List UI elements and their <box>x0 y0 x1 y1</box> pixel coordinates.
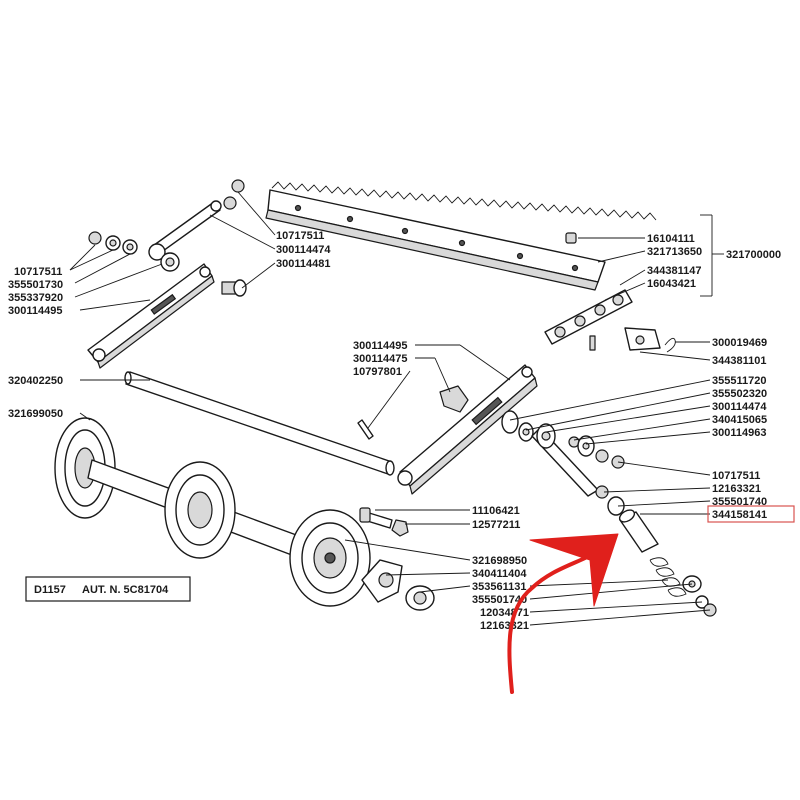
label: 340411404 <box>472 568 527 580</box>
label: 300114495 <box>353 340 407 352</box>
label: 355501730 <box>8 279 63 291</box>
label: 355502320 <box>712 388 767 400</box>
label: 300114963 <box>712 427 766 439</box>
highlight-box-344158141 <box>707 505 795 523</box>
red-arrow-icon <box>507 533 619 694</box>
labels-bolt: 11106421 12577211 <box>472 505 520 531</box>
upper-nuts[interactable] <box>160 179 245 272</box>
label: 16104111 <box>647 233 695 245</box>
labels-rack: 16104111 321713650 344381147 16043421 <box>647 233 702 290</box>
label: 300114474 <box>276 244 331 256</box>
sleeve-344158141[interactable] <box>595 485 659 553</box>
chain-links[interactable] <box>544 289 676 353</box>
left-slotted-arm[interactable] <box>87 263 215 369</box>
bolt-16104111[interactable] <box>565 232 577 244</box>
label-shaft: 320402250 <box>8 375 63 387</box>
toothed-rack[interactable] <box>265 181 657 291</box>
label: 321713650 <box>647 246 702 258</box>
label: 340415065 <box>712 414 767 426</box>
upper-link-rod[interactable] <box>148 200 222 261</box>
label: 300114495 <box>8 305 62 317</box>
labels-chain: 300019469 344381101 <box>712 337 767 367</box>
reference-box: D1157 AUT. N. 5C81704 <box>25 576 191 602</box>
right-bushing-stack[interactable] <box>501 410 625 497</box>
label: 355511720 <box>712 375 766 387</box>
spring-12034871[interactable] <box>649 557 717 617</box>
label: 344158141 <box>712 509 767 521</box>
label: 355501740 <box>712 496 767 508</box>
label: 344381147 <box>647 265 701 277</box>
labels-left: 10717511 355501730 355337920 300114495 <box>8 266 63 317</box>
label: 10797801 <box>353 366 402 378</box>
shaft-320402250[interactable] <box>124 371 395 476</box>
label: 10717511 <box>14 266 62 278</box>
label: 300114474 <box>712 401 767 413</box>
label: 12163321 <box>712 483 761 495</box>
label: 300114475 <box>353 353 407 365</box>
label: 300114481 <box>276 258 330 270</box>
labels-top-center: 10717511 300114474 300114481 <box>276 230 331 270</box>
pin-300114481[interactable] <box>221 279 247 297</box>
label: 12034871 <box>480 607 529 619</box>
clip-300114475[interactable] <box>439 385 469 413</box>
bolt-11106421[interactable] <box>359 507 409 537</box>
label: 12577211 <box>472 519 520 531</box>
labels-mid: 300114495 300114475 10797801 <box>353 340 407 378</box>
pin-10797801[interactable] <box>357 419 374 440</box>
label: 10717511 <box>276 230 324 242</box>
labels-bottom: 321698950 340411404 353561131 355501740 … <box>472 555 529 632</box>
labels-right: 355511720 355502320 300114474 340415065 … <box>712 375 767 521</box>
wheel-assembly[interactable] <box>54 417 371 607</box>
label: 353561131 <box>472 581 526 593</box>
label: 16043421 <box>647 278 696 290</box>
label-wheel-assembly: 321699050 <box>8 408 63 420</box>
label: 355337920 <box>8 292 63 304</box>
ref-code: D1157 <box>34 584 66 596</box>
label: 344381101 <box>712 355 766 367</box>
label: 10717511 <box>712 470 760 482</box>
middle-slotted-arm[interactable] <box>397 364 538 495</box>
flange-bearing[interactable] <box>361 559 435 611</box>
label: 11106421 <box>472 505 520 517</box>
leader-lines <box>69 191 724 626</box>
label: 12163321 <box>480 620 529 632</box>
label: 321698950 <box>472 555 527 567</box>
ref-text: AUT. N. 5C81704 <box>82 584 169 596</box>
label: 355501740 <box>472 594 527 606</box>
label: 300019469 <box>712 337 767 349</box>
label-rack-group: 321700000 <box>726 249 781 261</box>
left-washers[interactable] <box>88 231 138 255</box>
